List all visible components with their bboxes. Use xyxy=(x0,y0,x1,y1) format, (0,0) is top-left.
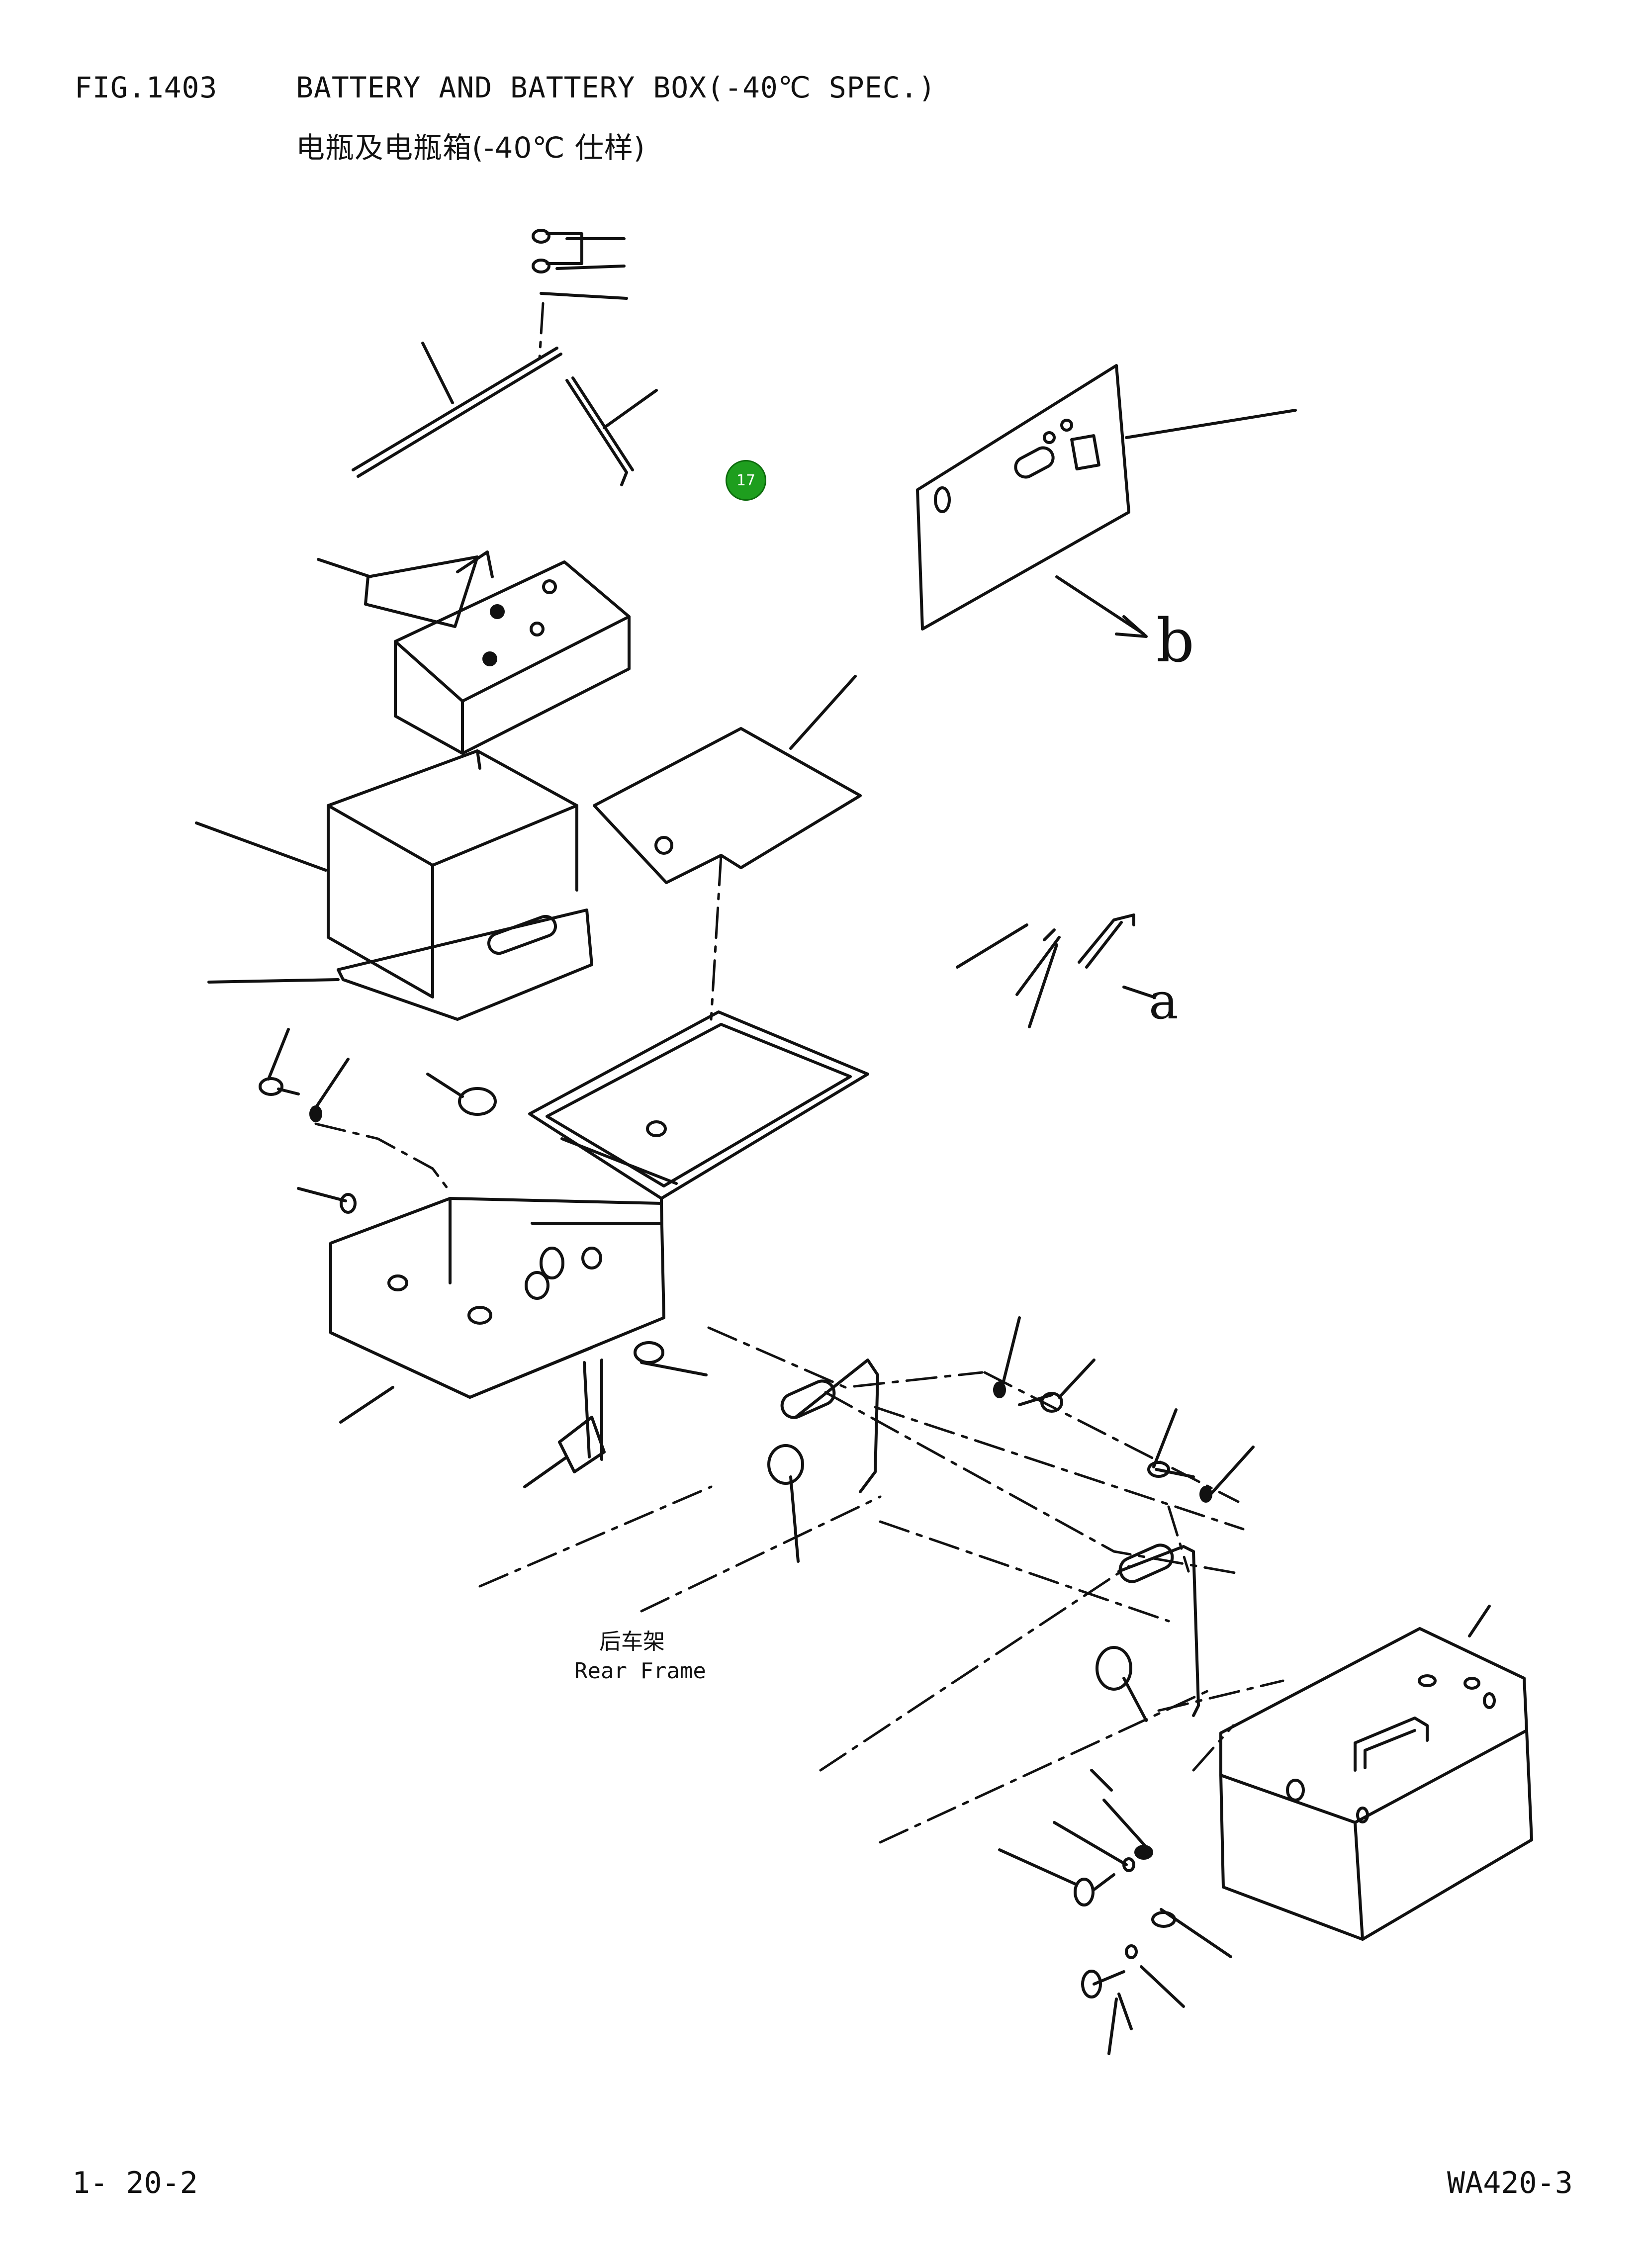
rear-frame-label-cn: 后车架 xyxy=(599,1629,665,1654)
left-fasteners xyxy=(259,1028,497,1214)
figure-number: FIG.1403 xyxy=(75,71,218,104)
lower-battery-box xyxy=(329,1197,708,1488)
rear-frame-label-en: Rear Frame xyxy=(574,1658,706,1684)
top-nut-set xyxy=(532,229,628,360)
callout-a: a xyxy=(1149,972,1179,1030)
right-bolts xyxy=(993,1316,1255,1503)
battery xyxy=(317,550,631,755)
battery-case-right xyxy=(1219,1605,1533,1941)
figure-title-english: BATTERY AND BATTERY BOX(-40℃ SPEC.) xyxy=(296,71,936,104)
insulation-sheet xyxy=(593,675,862,1021)
figure-title-chinese: 电瓶及电瓶箱(-40℃ 仕样) xyxy=(296,131,645,165)
hook-bolt xyxy=(565,376,658,486)
hold-down-rod xyxy=(352,342,562,478)
callout-b: b xyxy=(1156,607,1194,676)
assembly-guides xyxy=(478,1326,1284,1844)
model-number: WA420-3 xyxy=(1447,2166,1573,2200)
bottom-bolts xyxy=(998,1769,1232,2055)
battery-tray-frame xyxy=(528,1010,869,1205)
page-number: 1- 20-2 xyxy=(72,2166,198,2200)
left-battery-tray xyxy=(195,749,593,1021)
hanger-bracket xyxy=(767,1359,1200,1722)
cover-plate xyxy=(916,364,1297,638)
marker-badge[interactable]: 17 xyxy=(726,460,766,501)
bracket-a xyxy=(956,913,1155,1028)
